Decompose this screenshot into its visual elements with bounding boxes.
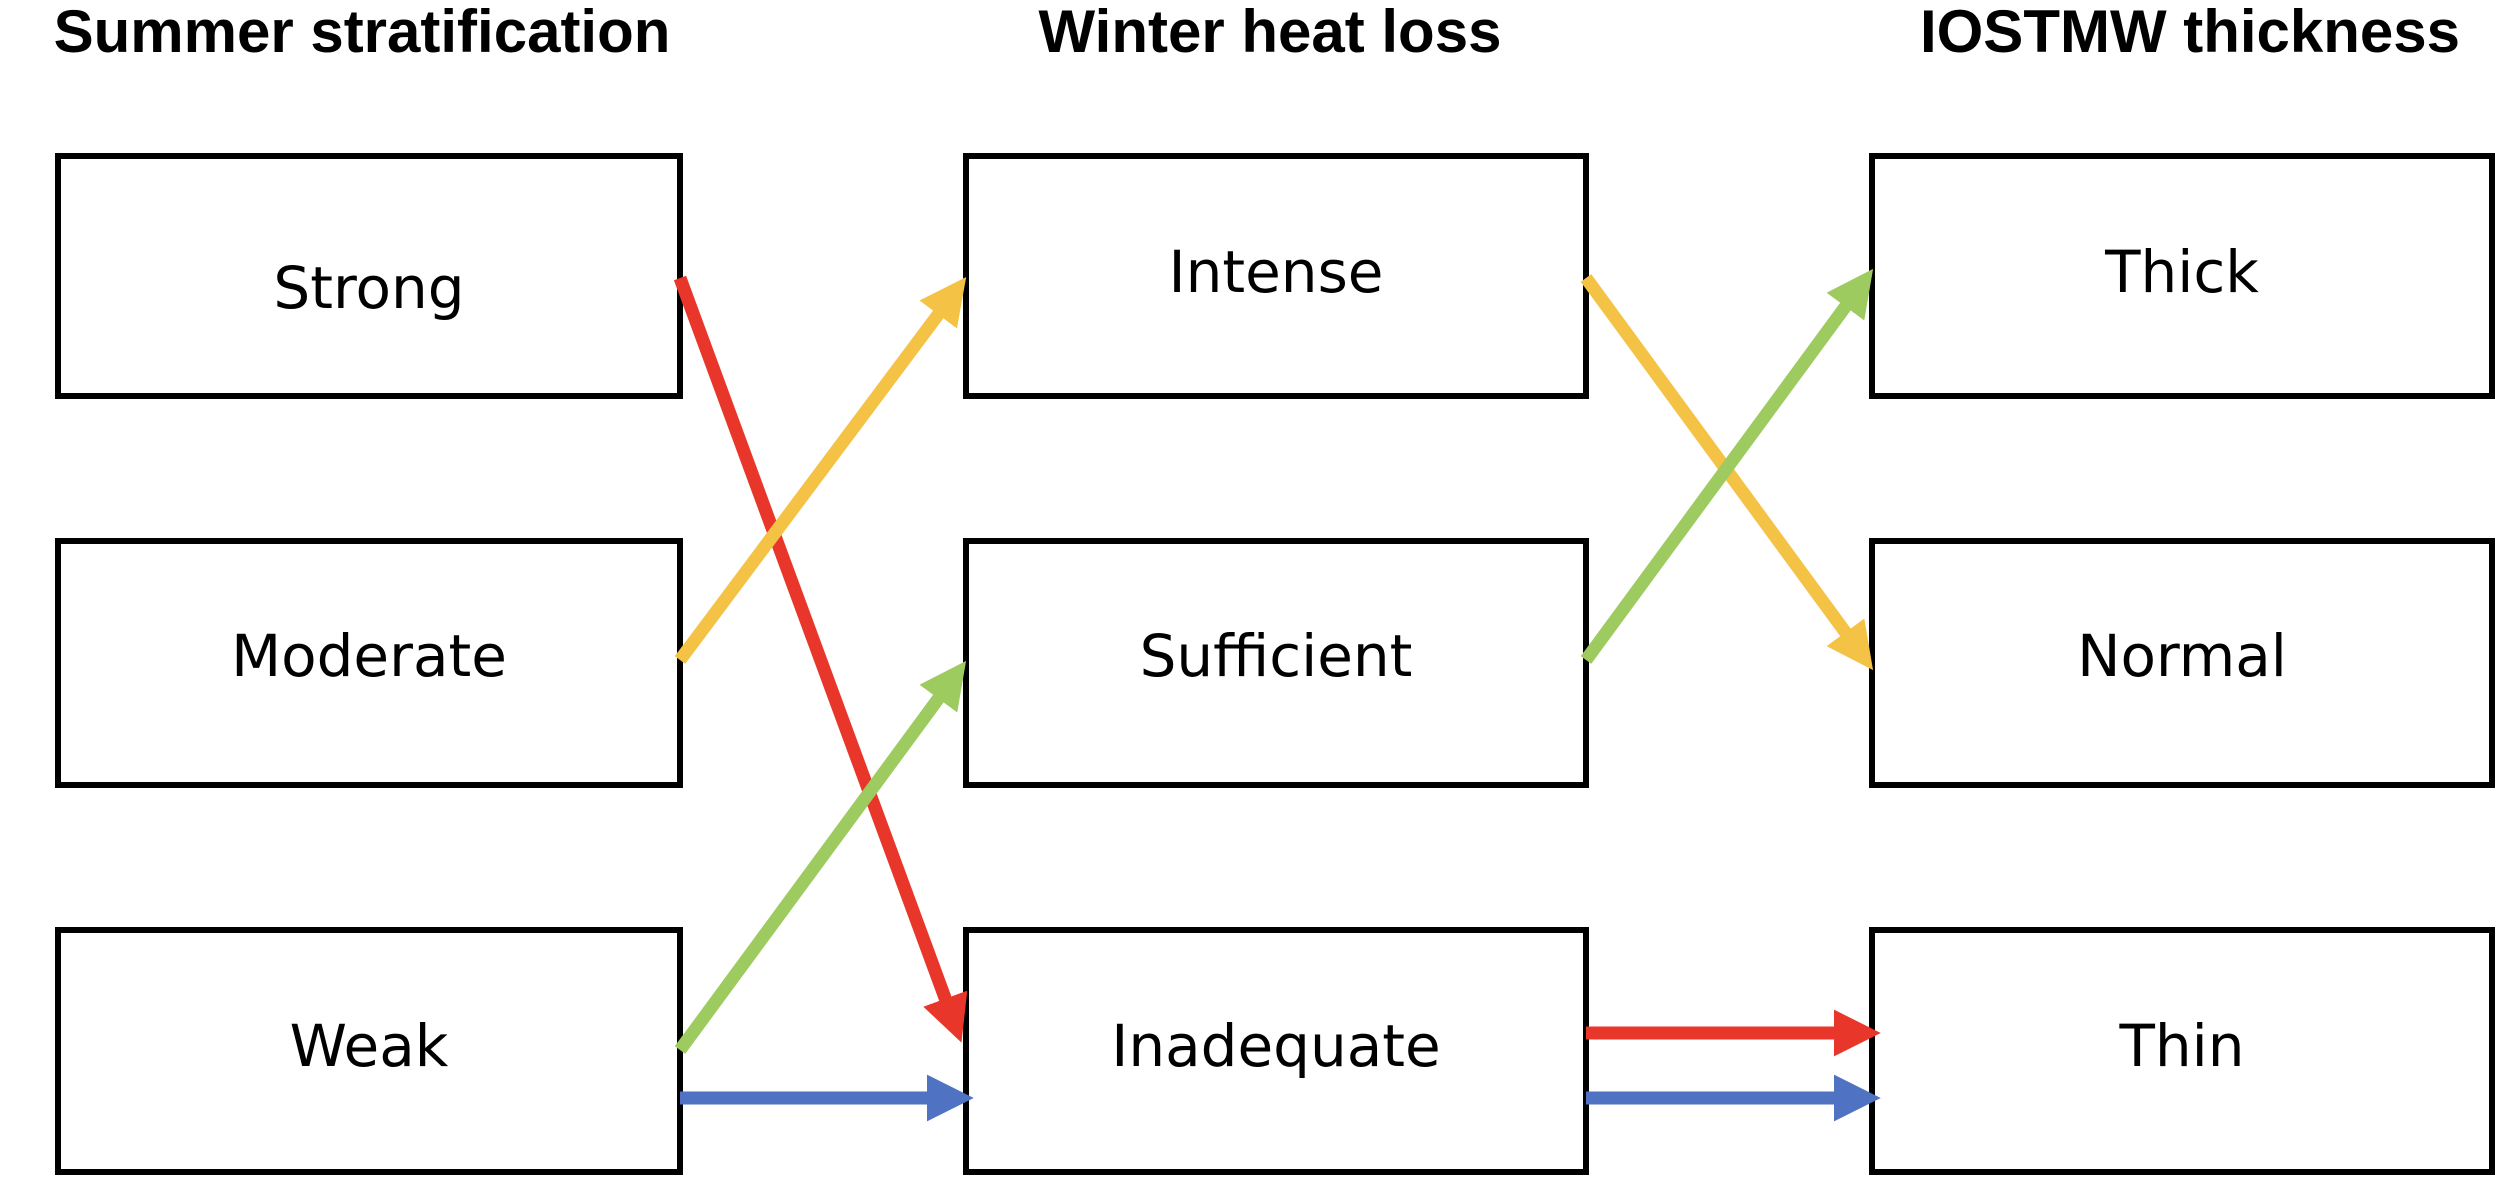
box-sufficient: Sufficient [963,538,1589,788]
arrow-weak-to-sufficient [674,660,967,1054]
arrow-strong-to-inadequate [673,275,968,1043]
column-title-winter-heat-loss: Winter heat loss [1039,0,1502,65]
arrow-moderate-to-intense [674,277,967,664]
box-label-normal: Normal [2077,622,2287,690]
box-label-weak: Weak [290,1012,449,1080]
box-moderate: Moderate [55,538,683,788]
box-label-thin: Thin [2118,1012,2244,1080]
box-thin: Thin [1869,927,2495,1175]
box-inadequate: Inadequate [963,927,1589,1175]
box-label-strong: Strong [273,254,464,322]
box-label-sufficient: Sufficient [1140,622,1413,690]
column-title-iostmw-thickness: IOSTMW thickness [1920,0,2460,65]
box-label-thick: Thick [2104,238,2259,306]
box-label-moderate: Moderate [231,622,507,690]
column-title-summer-stratification: Summer stratification [54,0,671,65]
box-strong: Strong [55,153,683,399]
box-label-inadequate: Inadequate [1111,1012,1440,1080]
box-normal: Normal [1869,538,2495,788]
box-intense: Intense [963,153,1589,399]
arrow-sufficient-to-thick [1580,268,1874,664]
box-weak: Weak [55,927,683,1175]
box-label-intense: Intense [1169,238,1384,306]
box-thick: Thick [1869,153,2495,399]
